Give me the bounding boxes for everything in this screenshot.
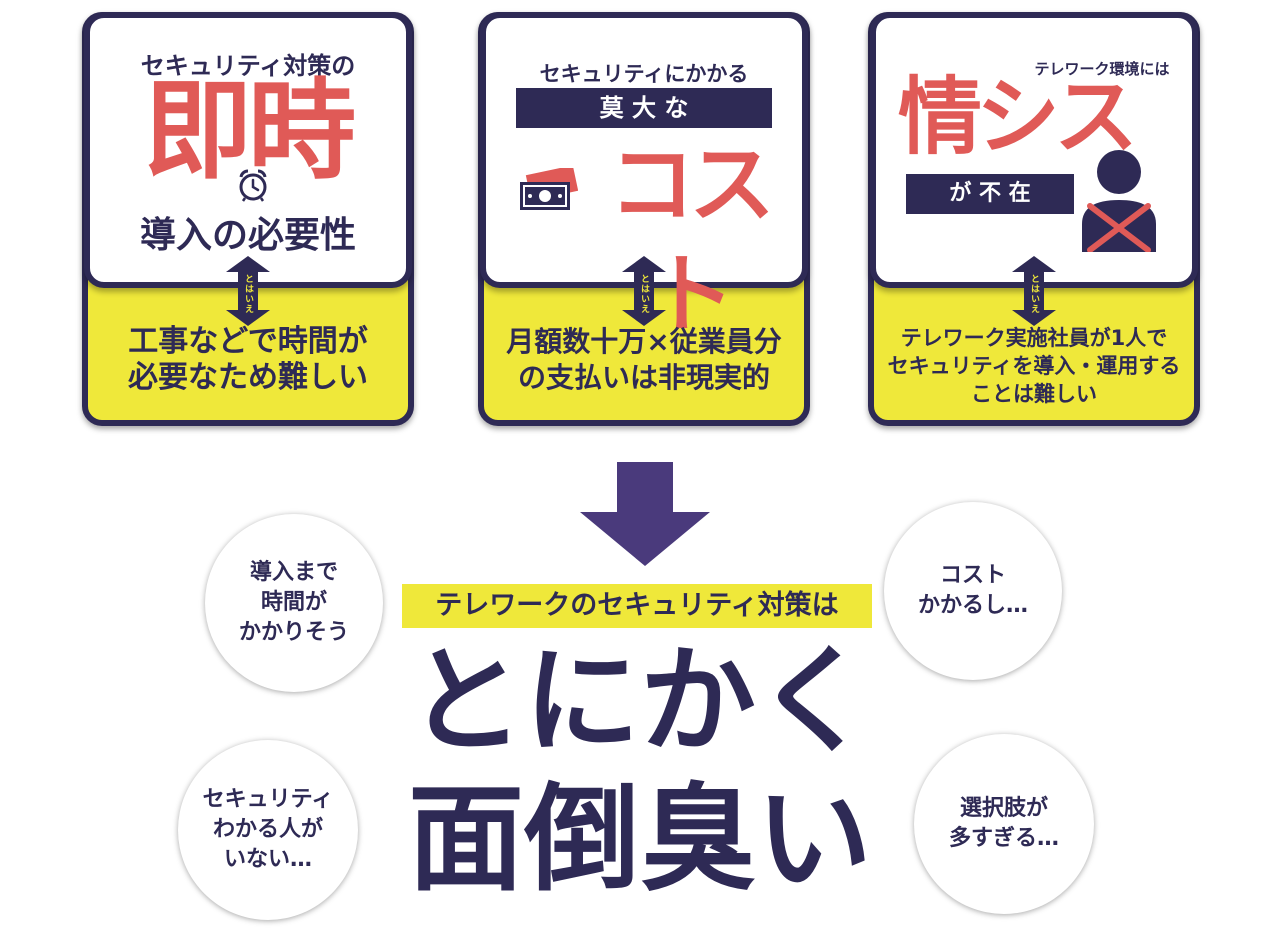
bottom-line: 工事などで時間が — [128, 324, 368, 359]
card-sub-text: 導入の必要性 — [139, 215, 356, 256]
bubble-line: わかる人が — [212, 817, 323, 842]
card-bottom-text: テレワーク実施社員が1人で セキュリティを導入・運用する ことは難しい — [868, 324, 1200, 408]
person-crossed-icon — [1076, 146, 1162, 253]
bubble-line: かかるし… — [917, 593, 1028, 618]
tohaie-connector: とはいえ — [622, 256, 666, 326]
highlight-text: テレワークのセキュリティ対策は — [435, 590, 839, 621]
speech-bubble-top-right: コスト かかるし… — [884, 502, 1062, 680]
headline-line2: 面倒臭い — [408, 772, 872, 907]
card-band: 莫 大 な — [516, 88, 772, 128]
card-big-text: 情シス — [898, 68, 1138, 166]
bottom-line: セキュリティを導入・運用する — [887, 354, 1181, 378]
bottom-line: テレワーク実施社員が1人で — [900, 326, 1168, 350]
bubble-line: セキュリティ — [202, 787, 334, 812]
down-arrow-icon — [580, 462, 710, 566]
tohaie-connector: とはいえ — [226, 256, 270, 326]
card-top-panel: セキュリティ対策の 即時 導入の必要性 — [84, 12, 412, 288]
bottom-line: 必要なため難しい — [128, 360, 368, 395]
speech-bubble-top-left: 導入まで 時間が かかりそう — [205, 514, 383, 692]
speech-bubble-bottom-right: 選択肢が 多すぎる… — [914, 734, 1094, 914]
card-top-panel: テレワーク環境には 情シス が 不 在 — [870, 12, 1198, 288]
connector-label: とはいえ — [1029, 274, 1039, 314]
tohaie-connector: とはいえ — [1012, 256, 1056, 326]
bubble-line: 選択肢が — [959, 796, 1048, 821]
alarm-clock-icon — [236, 168, 270, 202]
card-top-line: セキュリティにかかる — [539, 62, 749, 86]
card-immediate: セキュリティ対策の 即時 導入の必要性 とはいえ 工事などで時間が 必要なため難… — [82, 12, 414, 426]
card-band: が 不 在 — [906, 174, 1074, 214]
bottom-line: ことは難しい — [971, 382, 1097, 406]
connector-label: とはいえ — [243, 274, 253, 314]
connector-label: とはいえ — [639, 274, 649, 314]
card-big-text: 即時 — [143, 69, 356, 194]
card-top-panel: セキュリティにかかる 莫 大 な コスト — [480, 12, 808, 345]
speech-bubble-bottom-left: セキュリティ わかる人が いない… — [178, 740, 358, 920]
bottom-line: の支払いは非現実的 — [517, 361, 770, 394]
card-top-line: テレワーク環境には — [1034, 60, 1170, 78]
card-bottom-text: 工事などで時間が 必要なため難しい — [82, 324, 414, 396]
card-top-line: セキュリティ対策の — [140, 52, 356, 80]
bubble-line: いない… — [223, 847, 312, 872]
headline-line1: とにかく — [408, 634, 872, 769]
card-big-text: コスト — [609, 135, 775, 345]
card-cost: セキュリティにかかる 莫 大 な コスト とはいえ 月額数十万×従業員分 の支払… — [478, 12, 810, 426]
card-it-staff: テレワーク環境には 情シス が 不 在 とはいえ テレワーク実施社員が1人で セ… — [868, 12, 1200, 426]
bubble-line: 多すぎる… — [948, 826, 1059, 851]
bubble-line: コスト — [939, 563, 1006, 588]
money-bills-icon — [518, 165, 579, 214]
card-bottom-text: 月額数十万×従業員分 の支払いは非現実的 — [478, 324, 810, 396]
bubble-line: 導入まで — [249, 560, 338, 585]
bottom-line: 月額数十万×従業員分 — [506, 325, 782, 358]
bubble-line: かかりそう — [238, 620, 349, 645]
highlight-banner — [402, 584, 872, 628]
bubble-line: 時間が — [260, 590, 327, 615]
